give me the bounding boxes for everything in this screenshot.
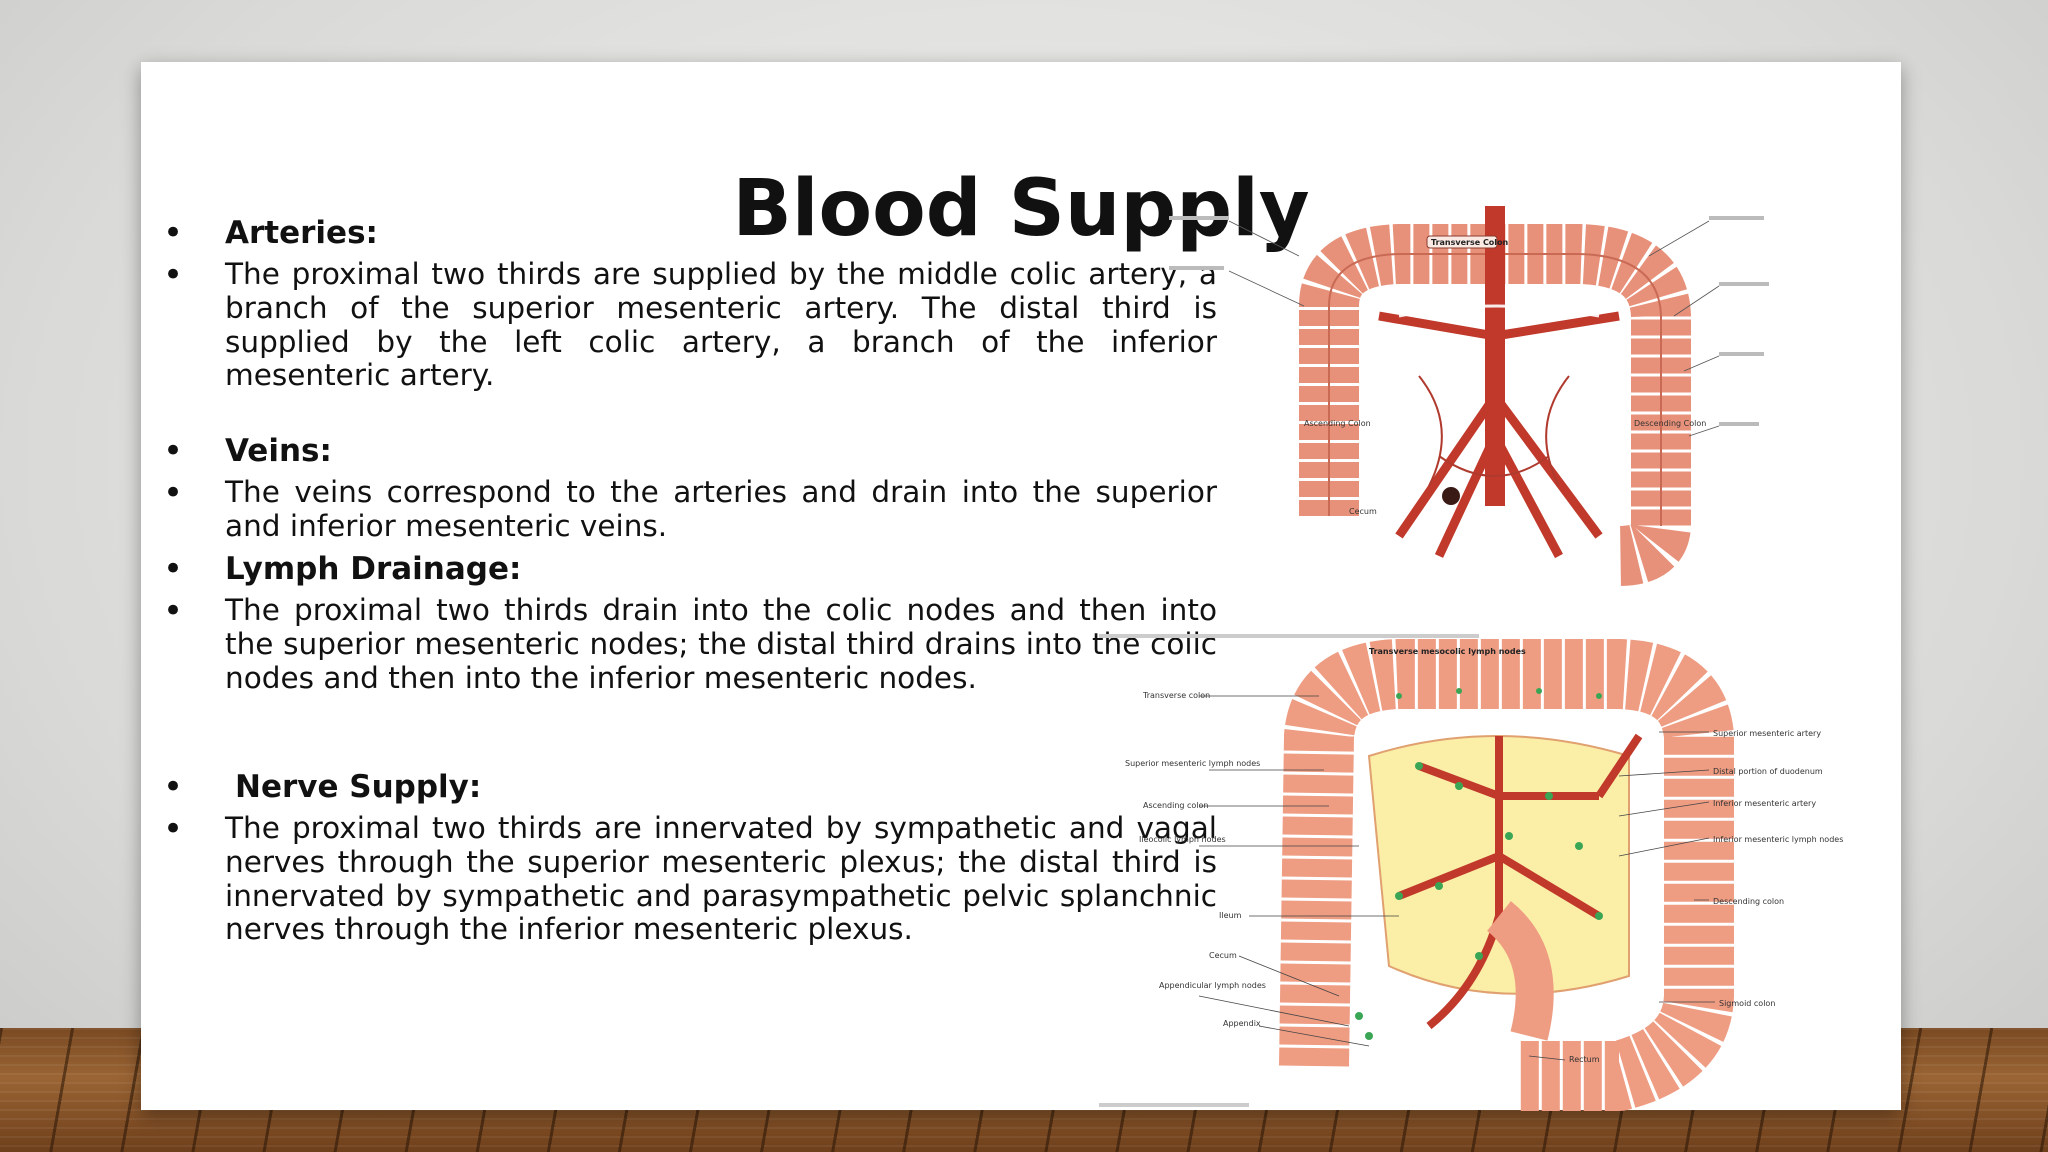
label-right-4: Descending colon (1713, 897, 1784, 906)
label-right-0: Superior mesenteric artery (1713, 729, 1821, 738)
label-right-3: Inferior mesenteric lymph nodes (1713, 835, 1843, 844)
section-text-lymph: The proximal two thirds drain into the c… (225, 593, 1217, 695)
bullet-dot-icon: • (163, 809, 184, 849)
section-text-veins: The veins correspond to the arteries and… (225, 475, 1217, 543)
section-heading-nerve: Nerve Supply: (235, 769, 482, 805)
arterial-diagram: Transverse Colon Ascending Colon Descend… (1169, 206, 1769, 586)
bullet-dot-icon: • (163, 767, 184, 807)
section-heading-arteries: Arteries: (225, 215, 378, 251)
label-left-0: Transverse colon (1142, 691, 1210, 700)
label-left-4: Ileum (1219, 911, 1242, 920)
bullet-list: • Arteries: • The proximal two thirds ar… (141, 62, 1901, 1110)
bullet-dot-icon: • (163, 591, 184, 631)
section-heading-lymph: Lymph Drainage: (225, 551, 522, 587)
label-right-1: Distal portion of duodenum (1713, 767, 1823, 776)
colon-illustration: Transverse Colon Ascending Colon Descend… (1099, 206, 1843, 1111)
section-heading-veins: Veins: (225, 433, 332, 469)
label-left-5: Cecum (1209, 951, 1237, 960)
bullet-dot-icon: • (163, 431, 184, 471)
bullet-dot-icon: • (163, 549, 184, 589)
slide-title: Blood Supply (732, 164, 1310, 254)
label-transverse-colon-top: Transverse Colon (1431, 238, 1509, 247)
label-cecum-top: Cecum (1349, 507, 1377, 516)
section-text-arteries: The proximal two thirds are supplied by … (225, 257, 1217, 393)
label-right-2: Inferior mesenteric artery (1713, 799, 1816, 808)
bullet-dot-icon: • (163, 255, 184, 295)
label-left-2: Ascending colon (1143, 801, 1209, 810)
anatomy-figure: Transverse Colon Ascending Colon Descend… (1099, 196, 1891, 1116)
label-descending-colon-top: Descending Colon (1634, 419, 1706, 428)
label-ascending-colon-top: Ascending Colon (1304, 419, 1371, 428)
label-right-5: Sigmoid colon (1719, 999, 1775, 1008)
label-left-7: Appendix (1223, 1019, 1261, 1028)
label-right-6: Rectum (1569, 1055, 1600, 1064)
label-left-6: Appendicular lymph nodes (1159, 981, 1266, 990)
slide: Blood Supply • Arteries: • The proximal … (141, 62, 1901, 1111)
label-transverse-mesocolic-nodes: Transverse mesocolic lymph nodes (1369, 647, 1526, 656)
figure-caption-bar (1099, 634, 1479, 638)
bullet-dot-icon: • (163, 473, 184, 513)
bullet-dot-icon: • (163, 213, 184, 253)
label-left-3: Ileocolic lymph nodes (1139, 835, 1226, 844)
lymph-diagram: Transverse mesocolic lymph nodes Transve… (1099, 639, 1843, 1111)
lymph-node-markers (1355, 688, 1603, 1040)
section-text-nerve: The proximal two thirds are innervated b… (225, 811, 1217, 947)
label-left-1: Superior mesenteric lymph nodes (1125, 759, 1260, 768)
